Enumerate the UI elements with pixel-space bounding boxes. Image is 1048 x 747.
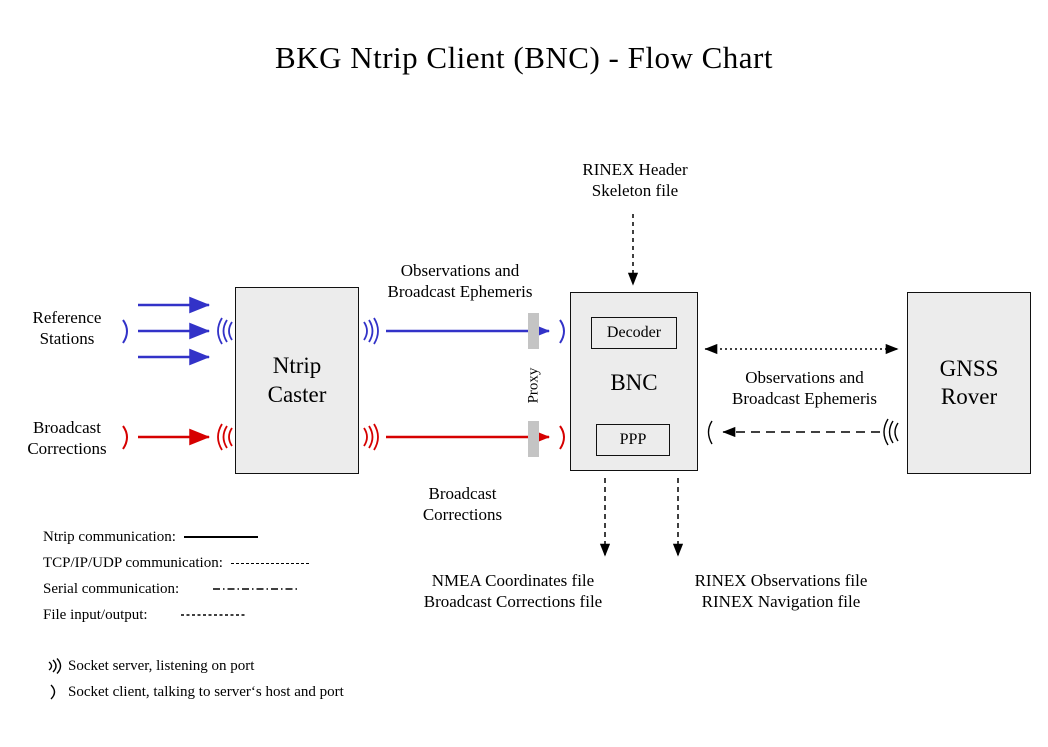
socket-server-icon-caster-left-bottom [217,423,233,451]
legend-row-socket-client: Socket client, talking to server‘s host … [38,679,468,705]
legend-row-serial: Serial communication: [43,576,363,602]
proxy-bar-top [528,313,539,349]
proxy-bar-bottom [528,421,539,457]
legend-row-socket-server: Socket server, listening on port [38,653,468,679]
socket-client-icon-bnc-right [707,420,713,445]
ntrip-caster-label-line1: Ntrip [272,353,322,379]
legend-row-tcpip: TCP/IP/UDP communication: [43,550,363,576]
ntrip-caster-label-line2: Caster [267,381,327,407]
legend-label-tcpip: TCP/IP/UDP communication: [43,554,223,571]
arrow-reference-stations [138,296,211,366]
legend-row-ntrip: Ntrip communication: [43,524,363,550]
socket-server-icon-caster-left-top [217,317,233,345]
node-gnss-rover[interactable]: GNSS Rover [907,292,1031,474]
ppp-label: PPP [619,431,647,448]
legend-label-serial: Serial communication: [43,580,180,597]
node-ppp[interactable]: PPP [596,424,670,456]
legend-line-styles: Ntrip communication: TCP/IP/UDP communic… [43,524,363,628]
socket-server-icon-caster-right-top [363,317,379,345]
socket-server-icon [38,656,68,676]
legend-sample-tcpip [230,562,309,564]
socket-client-icon [38,682,68,702]
page-title: BKG Ntrip Client (BNC) - Flow Chart [275,40,773,75]
socket-client-icon-reference-stations [122,319,128,344]
socket-client-icon-bnc-bottom [559,425,565,450]
legend-label-socket-client: Socket client, talking to server‘s host … [68,683,344,700]
node-decoder[interactable]: Decoder [591,317,677,349]
gnss-rover-label-line1: GNSS [939,355,999,381]
gnss-rover-label-line2: Rover [940,384,998,409]
legend-label-socket-server: Socket server, listening on port [68,657,255,674]
socket-server-icon-caster-right-bottom [363,423,379,451]
bnc-label: BNC [610,370,658,395]
legend-row-file-io: File input/output: [43,602,363,628]
legend-socket-symbols: Socket server, listening on port Socket … [38,653,468,705]
node-ntrip-caster[interactable]: Ntrip Caster [235,287,359,474]
legend-label-ntrip: Ntrip communication: [43,528,176,545]
proxy-text: Proxy [525,367,542,403]
legend-label-file-io: File input/output: [43,606,148,623]
socket-client-icon-bnc-top [559,319,565,344]
socket-server-icon-rover-left [883,418,899,446]
proxy-label: Proxy [512,355,556,415]
decoder-label: Decoder [606,324,662,341]
legend-sample-ntrip [183,536,258,538]
